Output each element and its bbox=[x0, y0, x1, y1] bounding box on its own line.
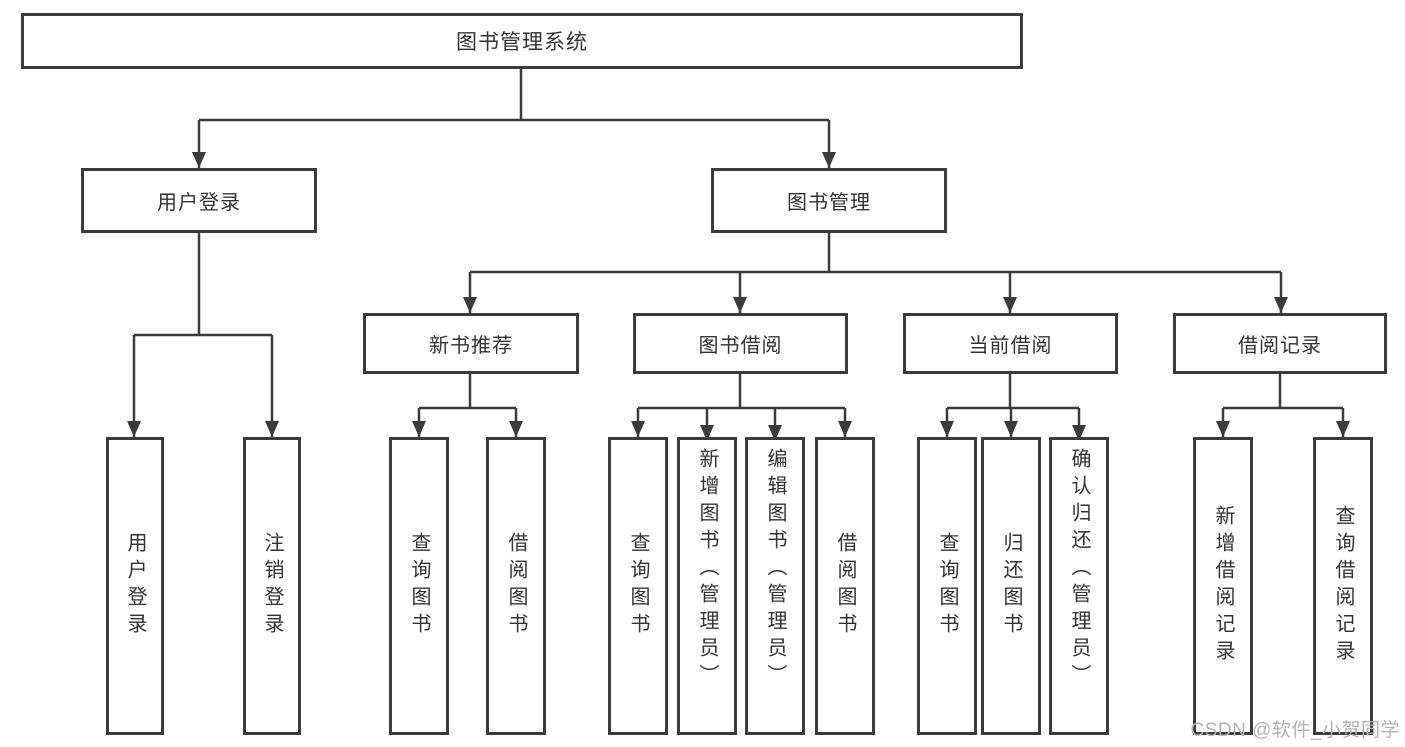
leaf-query-books-borrowing-label: 查询图书 bbox=[627, 532, 649, 640]
leaf-logout: 注销登录 bbox=[243, 437, 301, 735]
arrow-down-icon bbox=[192, 120, 836, 168]
leaf-query-books-borrowing: 查询图书 bbox=[608, 437, 668, 735]
leaf-query-borrow-record: 查询借阅记录 bbox=[1313, 437, 1373, 735]
leaf-edit-book-admin: 编辑图书（管理员） bbox=[745, 437, 805, 735]
leaf-confirm-return-admin-label: 确认归还（管理员） bbox=[1068, 448, 1090, 691]
arrow-down-icon bbox=[940, 408, 1086, 441]
leaf-return-books-label: 归还图书 bbox=[1000, 532, 1022, 640]
leaf-logout-label: 注销登录 bbox=[261, 532, 283, 640]
leaf-borrow-books-recommend-label: 借阅图书 bbox=[505, 532, 527, 640]
leaf-borrow-books-recommend: 借阅图书 bbox=[486, 437, 546, 735]
node-user-login: 用户登录 bbox=[81, 168, 317, 233]
leaf-query-borrow-record-label: 查询借阅记录 bbox=[1332, 505, 1354, 667]
leaf-edit-book-admin-label: 编辑图书（管理员） bbox=[764, 448, 786, 691]
leaf-confirm-return-admin: 确认归还（管理员） bbox=[1049, 437, 1109, 735]
node-library-management-system: 图书管理系统 bbox=[21, 13, 1023, 69]
leaf-user-login-label: 用户登录 bbox=[124, 532, 146, 640]
leaf-query-books-current: 查询图书 bbox=[917, 437, 977, 735]
node-library-management-system-label: 图书管理系统 bbox=[456, 31, 588, 54]
node-borrowing-records: 借阅记录 bbox=[1173, 313, 1387, 374]
node-current-borrowing-label: 当前借阅 bbox=[968, 335, 1053, 357]
arrow-down-icon bbox=[1216, 408, 1350, 437]
leaf-user-login: 用户登录 bbox=[106, 437, 164, 735]
leaf-query-books-recommend: 查询图书 bbox=[389, 437, 449, 735]
leaf-query-books-recommend-label: 查询图书 bbox=[408, 532, 430, 640]
node-current-borrowing: 当前借阅 bbox=[903, 313, 1118, 374]
node-new-book-recommendation-label: 新书推荐 bbox=[429, 335, 513, 357]
node-book-borrowing-label: 图书借阅 bbox=[698, 335, 783, 357]
leaf-query-books-current-label: 查询图书 bbox=[936, 532, 958, 640]
node-borrowing-records-label: 借阅记录 bbox=[1238, 335, 1322, 357]
leaf-add-book-admin-label: 新增图书（管理员） bbox=[696, 448, 718, 691]
leaf-return-books: 归还图书 bbox=[981, 437, 1041, 735]
arrow-down-icon bbox=[127, 335, 279, 437]
arrow-down-icon bbox=[631, 408, 852, 441]
node-book-borrowing: 图书借阅 bbox=[633, 313, 848, 374]
watermark: CSDN @软件_小贺同学 bbox=[1190, 720, 1400, 741]
arrow-down-icon bbox=[412, 408, 523, 437]
node-user-login-label: 用户登录 bbox=[157, 192, 241, 214]
leaf-add-book-admin: 新增图书（管理员） bbox=[677, 437, 737, 735]
node-book-management-label: 图书管理 bbox=[787, 192, 871, 214]
leaf-add-borrow-record-label: 新增借阅记录 bbox=[1212, 505, 1234, 667]
leaf-borrow-books-borrowing-label: 借阅图书 bbox=[834, 532, 856, 640]
node-new-book-recommendation: 新书推荐 bbox=[363, 313, 579, 374]
node-book-management: 图书管理 bbox=[711, 168, 947, 233]
leaf-add-borrow-record: 新增借阅记录 bbox=[1193, 437, 1253, 735]
leaf-borrow-books-borrowing: 借阅图书 bbox=[815, 437, 875, 735]
arrow-down-icon bbox=[463, 272, 1288, 313]
